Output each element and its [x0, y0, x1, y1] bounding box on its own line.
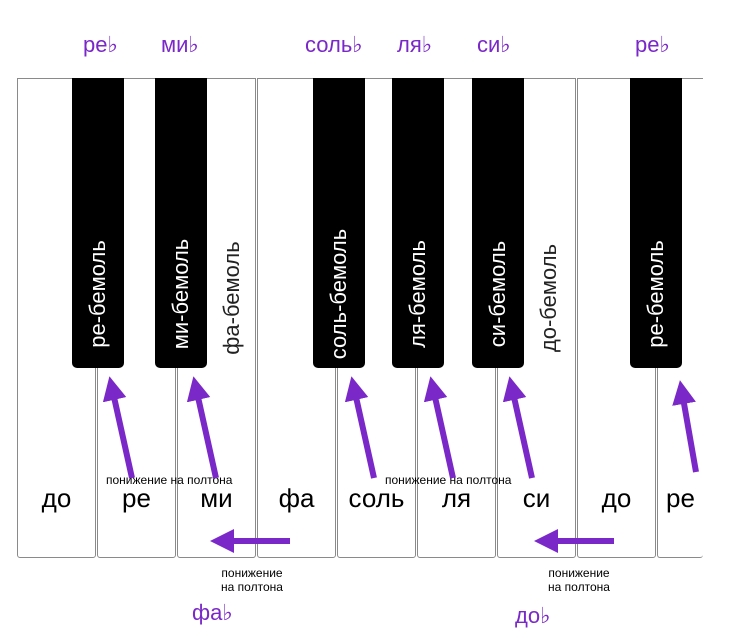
black-key-label: ля-бемоль [405, 240, 430, 348]
top-flat-label: си♭ [477, 32, 511, 57]
top-flat-label: ре♭ [635, 32, 670, 57]
white-key-label: ре [666, 483, 695, 513]
lowering-note-line: на полтона [548, 580, 610, 594]
black-key[interactable] [155, 78, 207, 368]
lowering-note-stacked: понижение на полтона [207, 566, 297, 594]
lowering-note-stacked: понижение на полтона [534, 566, 624, 594]
black-key[interactable] [472, 78, 524, 368]
lowering-note-line: понижение [221, 566, 283, 580]
black-key[interactable] [72, 78, 124, 368]
black-key-label: си-бемоль [485, 240, 510, 348]
top-flat-label: ля♭ [397, 32, 433, 57]
enharmonic-label: до-бемоль [536, 243, 561, 353]
top-flat-label: ми♭ [161, 32, 199, 57]
white-key-label: до [601, 483, 632, 513]
lowering-note: понижение на полтона [385, 473, 512, 487]
white-key-label: ми [200, 483, 233, 513]
white-key-label: ля [441, 483, 472, 513]
black-key-label: ми-бемоль [168, 238, 193, 350]
black-key-label: ре-бемоль [85, 240, 110, 348]
enharmonic-label: фа-бемоль [219, 241, 244, 355]
bottom-flat-label: до♭ [515, 603, 551, 628]
black-key[interactable] [313, 78, 365, 368]
white-key-label: ре [122, 483, 151, 513]
black-key[interactable] [392, 78, 444, 368]
bottom-flat-label: фа♭ [192, 600, 233, 625]
top-flat-label: ре♭ [83, 32, 118, 57]
black-key-label: соль-бемоль [326, 228, 351, 360]
white-key-label: соль [348, 483, 405, 513]
white-key-label: до [41, 483, 72, 513]
lowering-note-line: на полтона [221, 580, 283, 594]
lowering-note-line: понижение [548, 566, 610, 580]
white-key-label: фа [278, 483, 315, 513]
top-flat-label: соль♭ [305, 32, 363, 57]
white-key-label: си [522, 483, 551, 513]
black-key[interactable] [630, 78, 682, 368]
lowering-note: понижение на полтона [106, 473, 233, 487]
black-key-label: ре-бемоль [643, 240, 668, 348]
